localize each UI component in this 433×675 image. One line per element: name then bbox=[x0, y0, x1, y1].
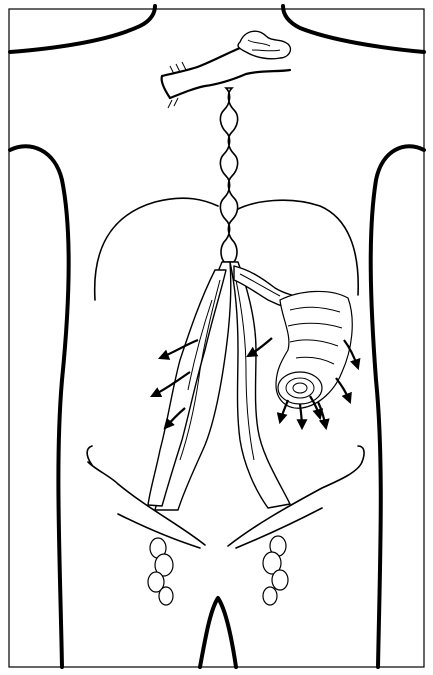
thoracic-duct bbox=[220, 88, 237, 262]
arrow bbox=[336, 378, 350, 402]
subclavian-vein bbox=[162, 31, 291, 108]
inguinal-nodes-left bbox=[148, 538, 173, 605]
inguinal-nodes-right bbox=[263, 536, 288, 605]
cecal-lymph-cluster bbox=[276, 291, 352, 408]
